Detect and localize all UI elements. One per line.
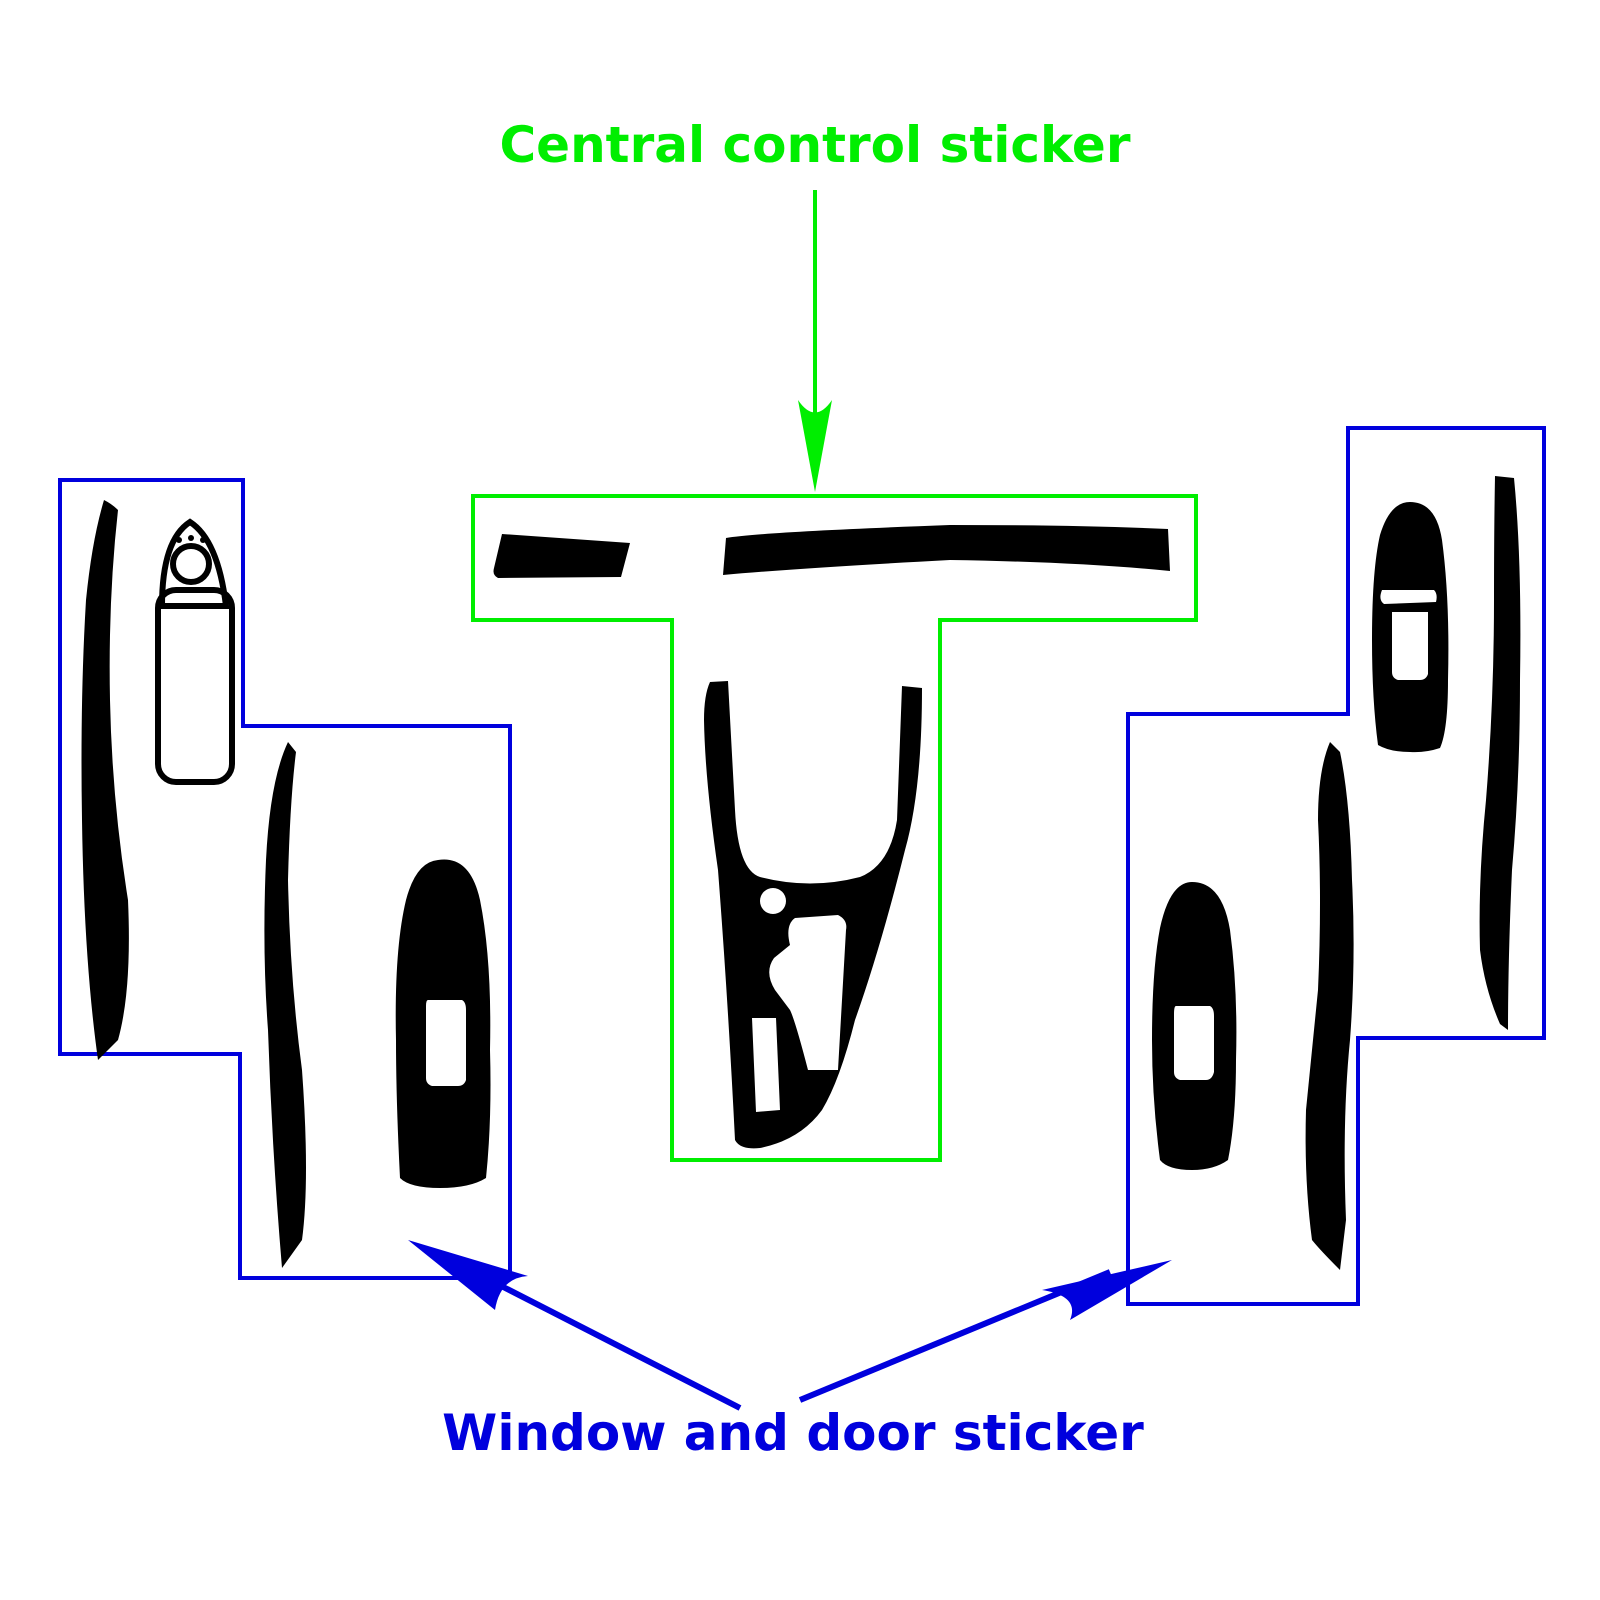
gear-console-trim	[704, 681, 922, 1149]
left-door-strip-2	[264, 742, 306, 1268]
central-control-group	[471, 190, 1198, 1162]
right-window-door-outline	[1126, 426, 1546, 1306]
right-window-door-group	[798, 426, 1546, 1403]
right-door-strip-2	[1305, 742, 1354, 1270]
window-door-label: Window and door sticker	[442, 1404, 1144, 1462]
right-door-strip-1	[1479, 476, 1521, 1030]
left-window-switch-outline	[155, 518, 235, 785]
right-arrow-head	[1042, 1260, 1172, 1320]
central-arrow-head	[798, 400, 832, 492]
left-arrow-head	[408, 1240, 528, 1310]
left-door-strip-1	[81, 500, 129, 1060]
right-lower-switch-pad	[1152, 882, 1237, 1170]
left-window-switch-pad	[395, 859, 491, 1188]
left-arrow-line	[468, 1267, 742, 1411]
long-dash-trim	[723, 525, 1170, 575]
left-window-door-group	[58, 478, 742, 1411]
central-control-outline	[471, 494, 1198, 1162]
left-dash-trim	[493, 534, 630, 578]
central-control-label: Central control sticker	[499, 116, 1130, 174]
right-upper-switch-pad	[1372, 502, 1449, 753]
